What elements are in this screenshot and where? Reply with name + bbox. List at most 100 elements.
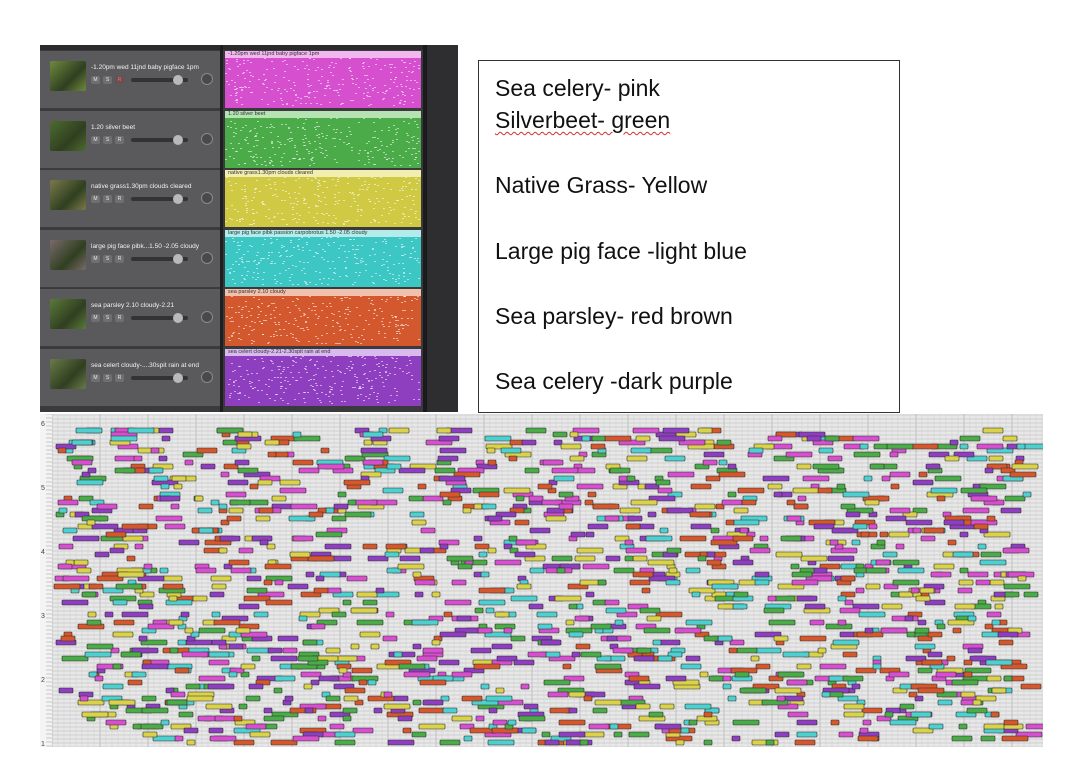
volume-slider-knob[interactable] [173,134,183,145]
midi-note[interactable] [843,703,865,710]
midi-note[interactable] [131,671,147,678]
midi-note[interactable] [412,643,422,650]
midi-note[interactable] [304,707,314,714]
midi-note[interactable] [547,691,569,698]
midi-note[interactable] [962,507,990,514]
midi-note[interactable] [727,463,737,470]
midi-note[interactable] [842,491,870,498]
midi-note[interactable] [982,427,1004,434]
midi-note[interactable] [528,495,544,502]
midi-note[interactable] [358,679,368,686]
midi-note[interactable] [263,715,285,722]
midi-note[interactable] [537,623,553,630]
midi-note[interactable] [859,727,869,734]
midi-note[interactable] [398,663,426,670]
midi-note[interactable] [697,427,713,434]
midi-note[interactable] [451,579,467,586]
midi-note[interactable] [731,735,741,742]
midi-note[interactable] [944,455,960,462]
midi-note[interactable] [248,683,264,690]
midi-note[interactable] [827,555,855,562]
midi-note[interactable] [317,463,345,470]
midi-note[interactable] [659,639,681,646]
midi-note[interactable] [791,579,819,586]
midi-note[interactable] [988,455,1004,462]
midi-note[interactable] [921,659,943,666]
midi-note[interactable] [96,575,124,582]
midi-note[interactable] [963,659,973,666]
midi-note[interactable] [630,447,652,454]
midi-note[interactable] [979,559,1007,566]
midi-note[interactable] [543,679,571,686]
midi-note[interactable] [273,687,283,694]
midi-note[interactable] [652,639,662,646]
midi-note[interactable] [780,535,802,542]
midi-note[interactable] [318,675,340,682]
midi-note[interactable] [292,459,314,466]
midi-note[interactable] [53,583,81,590]
midi-note[interactable] [755,663,771,670]
midi-note[interactable] [947,619,975,626]
midi-note[interactable] [192,595,208,602]
midi-note[interactable] [684,703,712,710]
midi-note[interactable] [960,487,988,494]
midi-note[interactable] [920,535,936,542]
midi-note[interactable] [388,427,410,434]
midi-note[interactable] [87,467,97,474]
midi-note[interactable] [553,475,575,482]
midi-note[interactable] [845,511,861,518]
midi-note[interactable] [431,591,441,598]
pan-knob[interactable] [201,370,213,383]
midi-note[interactable] [166,699,188,706]
midi-note[interactable] [227,479,249,486]
midi-note[interactable] [439,491,461,498]
midi-note[interactable] [912,479,934,486]
midi-note[interactable] [334,739,356,746]
midi-note[interactable] [414,579,436,586]
midi-note[interactable] [279,479,301,486]
midi-note[interactable] [61,599,89,606]
midi-note[interactable] [641,587,651,594]
midi-note[interactable] [774,731,790,738]
midi-note[interactable] [155,515,183,522]
midi-note[interactable] [580,651,602,658]
midi-note[interactable] [1009,471,1037,478]
midi-note[interactable] [558,731,586,738]
midi-note[interactable] [914,627,930,634]
midi-note[interactable] [946,655,956,662]
midi-note[interactable] [574,555,596,562]
midi-note[interactable] [951,679,979,686]
midi-note[interactable] [1000,507,1022,514]
midi-note[interactable] [159,495,181,502]
midi-note[interactable] [868,523,878,530]
midi-note[interactable] [790,563,800,570]
midi-note[interactable] [102,683,124,690]
midi-note[interactable] [363,439,373,446]
midi-note[interactable] [905,655,927,662]
midi-note[interactable] [478,587,506,594]
midi-note[interactable] [480,571,490,578]
midi-note[interactable] [470,647,492,654]
midi-note[interactable] [662,427,690,434]
midi-note[interactable] [86,643,114,650]
midi-note[interactable] [267,647,283,654]
midi-note[interactable] [775,551,803,558]
midi-note[interactable] [1003,675,1013,682]
midi-note[interactable] [824,435,840,442]
midi-note[interactable] [1002,435,1018,442]
midi-note[interactable] [342,715,352,722]
midi-note[interactable] [624,555,634,562]
midi-note[interactable] [552,431,568,438]
midi-note[interactable] [343,479,371,486]
midi-note[interactable] [933,563,955,570]
midi-note[interactable] [794,739,816,746]
midi-note[interactable] [198,675,226,682]
midi-note[interactable] [708,675,724,682]
midi-note[interactable] [976,443,1004,450]
midi-note[interactable] [220,471,230,478]
midi-note[interactable] [78,495,94,502]
midi-note[interactable] [613,731,623,738]
midi-note[interactable] [991,687,1007,694]
midi-note[interactable] [158,427,174,434]
